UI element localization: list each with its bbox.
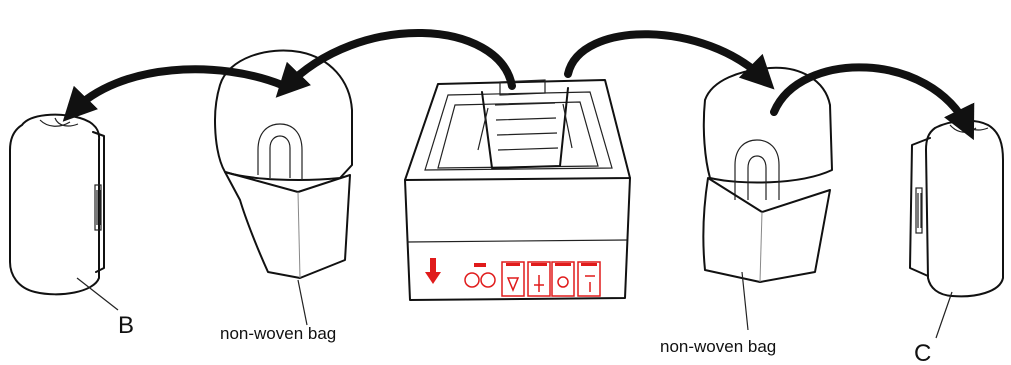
label-c: C xyxy=(914,340,931,365)
handling-symbols-icon xyxy=(465,262,600,296)
leader-bag-left xyxy=(298,280,307,325)
arrow-bag-right-to-c xyxy=(774,67,968,128)
leader-b xyxy=(77,278,118,310)
flow-arrows xyxy=(72,33,968,128)
leader-c xyxy=(936,292,952,338)
shipping-box xyxy=(405,80,630,300)
label-bag-right: non-woven bag xyxy=(660,337,776,356)
label-b: B xyxy=(118,312,134,339)
arrow-box-to-bag-left xyxy=(285,33,512,88)
label-bag-left: non-woven bag xyxy=(220,324,336,343)
cushion-b xyxy=(10,115,104,295)
arrow-bag-left-to-b xyxy=(72,69,282,112)
cushion-c xyxy=(910,121,1003,297)
cushion-in-bag-right xyxy=(703,68,832,282)
leader-bag-right xyxy=(742,272,748,330)
arrow-box-to-bag-right xyxy=(568,34,765,80)
down-arrow-icon xyxy=(425,258,441,284)
